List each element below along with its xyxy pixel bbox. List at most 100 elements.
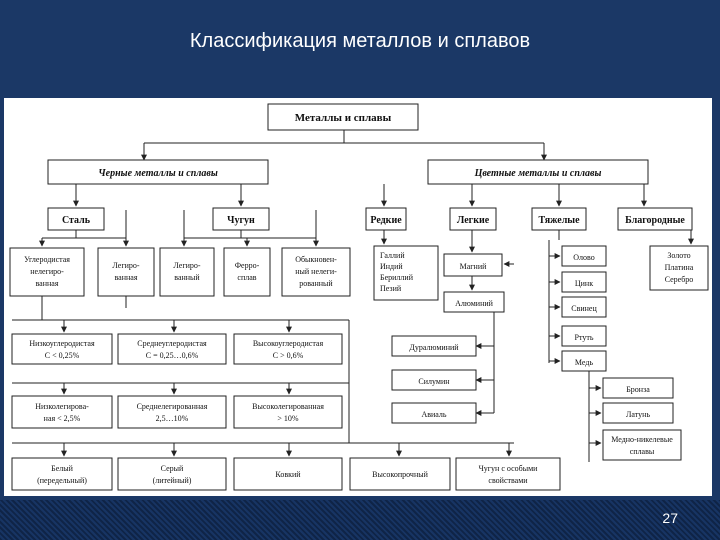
rare-metal-3: Бериллий — [380, 273, 414, 282]
high-strength-iron-node: Высокопрочный — [349, 457, 451, 491]
ferroalloy-line-2: сплав — [237, 273, 256, 282]
tin-node: Олово — [561, 245, 607, 267]
low-alloy-line-2: ная < 2,5% — [44, 414, 81, 423]
high-alloy-line-1: Высоколегированная — [252, 402, 324, 411]
carbon-steel-line-1: Углеродистая — [24, 255, 70, 264]
silumin-label: Силумин — [418, 377, 450, 386]
lead-node: Свинец — [561, 296, 607, 318]
mercury-label: Ртуть — [575, 333, 594, 342]
magnesium-label: Магний — [460, 262, 488, 271]
duralumin-node: Дуралюминий — [391, 335, 477, 357]
grey-iron-line-2: (литейный) — [153, 476, 192, 485]
precious-metal-2: Платина — [665, 263, 694, 272]
low-carbon-node: Низкоуглеродистая С < 0,25% — [11, 333, 113, 365]
bronze-node: Бронза — [602, 377, 674, 399]
special-iron-line-1: Чугун с особыми — [479, 464, 539, 473]
rare-metal-4: Пезий — [380, 284, 402, 293]
footer-band — [0, 500, 720, 540]
magnesium-node: Магний — [443, 253, 503, 277]
alloy-steel-line-1: Легиро- — [112, 261, 139, 270]
high-carbon-line-1: Высокоуглеродистая — [253, 339, 324, 348]
heavy-label: Тяжелые — [538, 215, 580, 226]
medium-carbon-node: Среднеуглеродистая С = 0,25…0,6% — [117, 333, 227, 365]
ordinary-iron-line-1: Обыкновен- — [295, 255, 337, 264]
carbon-steel-line-3: ванная — [35, 279, 58, 288]
high-carbon-line-2: С > 0,6% — [273, 351, 304, 360]
high-carbon-node: Высокоуглеродистая С > 0,6% — [233, 333, 343, 365]
white-iron-line-1: Белый — [51, 464, 74, 473]
zinc-node: Цинк — [561, 271, 607, 293]
light-node: Легкие — [449, 207, 497, 231]
silumin-node: Силумин — [391, 369, 477, 391]
cast-iron-node: Чугун — [212, 207, 270, 231]
rare-metals-node: Галлий Индий Бериллий Пезий — [373, 245, 439, 301]
copper-label: Медь — [575, 358, 594, 367]
rare-node: Редкие — [365, 207, 407, 231]
special-iron-line-2: свойствами — [488, 476, 528, 485]
precious-node: Благородные — [617, 207, 693, 231]
steel-node: Сталь — [47, 207, 105, 231]
white-iron-line-2: (передельный) — [37, 476, 87, 485]
ferrous-label: Черные металлы и сплавы — [98, 168, 218, 179]
root-label: Металлы и сплавы — [295, 112, 392, 124]
precious-metal-3: Серебро — [665, 275, 694, 284]
precious-metals-node: Золото Платина Серебро — [649, 245, 709, 291]
brass-node: Латунь — [602, 402, 674, 424]
tin-label: Олово — [573, 253, 595, 262]
high-alloy-node: Высоколегированная > 10% — [233, 395, 343, 429]
malleable-iron-node: Ковкий — [233, 457, 343, 491]
ferrous-node: Черные металлы и сплавы — [47, 159, 269, 185]
low-alloy-node: Низколегирова- ная < 2,5% — [11, 395, 113, 429]
ferroalloy-node: Ферро- сплав — [223, 247, 271, 297]
copper-nickel-node: Медно-никелевые сплавы — [602, 429, 682, 461]
white-iron-node: Белый (передельный) — [11, 457, 113, 491]
page-number: 27 — [662, 510, 678, 526]
alloy-steel-line-2: ванная — [114, 273, 137, 282]
zinc-label: Цинк — [575, 279, 593, 288]
ferroalloy-line-1: Ферро- — [235, 261, 260, 270]
brass-label: Латунь — [626, 410, 650, 419]
medium-alloy-line-1: Среднелегированная — [137, 402, 208, 411]
special-iron-node: Чугун с особыми свойствами — [455, 457, 561, 491]
precious-metal-1: Золото — [667, 251, 690, 260]
lead-label: Свинец — [571, 304, 597, 313]
alloy-steel-node: Легиро- ванная — [97, 247, 155, 297]
slide-title: Классификация металлов и сплавов — [189, 30, 531, 52]
light-label: Легкие — [457, 215, 490, 226]
malleable-iron-label: Ковкий — [275, 470, 301, 479]
alloy-iron-line-1: Легиро- — [173, 261, 200, 270]
bronze-label: Бронза — [626, 385, 650, 394]
grey-iron-node: Серый (литейный) — [117, 457, 227, 491]
aluminum-label: Алюминий — [455, 299, 494, 308]
carbon-steel-node: Углеродистая нелегиро- ванная — [9, 247, 85, 297]
nonferrous-label: Цветные металлы и сплавы — [474, 168, 602, 179]
alloy-iron-node: Легиро- ванный — [159, 247, 215, 297]
heavy-node: Тяжелые — [531, 207, 587, 231]
medium-carbon-line-2: С = 0,25…0,6% — [146, 351, 199, 360]
grey-iron-line-1: Серый — [161, 464, 184, 473]
rare-label: Редкие — [370, 215, 402, 226]
low-carbon-line-2: С < 0,25% — [45, 351, 80, 360]
avial-node: Авиаль — [391, 402, 477, 424]
high-strength-iron-label: Высокопрочный — [372, 470, 428, 479]
connector-lines — [12, 130, 694, 462]
classification-diagram: Металлы и сплавы Черные металлы и сплавы… — [4, 98, 712, 496]
ordinary-iron-line-2: ный нелеги- — [295, 267, 337, 276]
nonferrous-node: Цветные металлы и сплавы — [427, 159, 649, 185]
avial-label: Авиаль — [421, 410, 446, 419]
precious-label: Благородные — [625, 215, 685, 226]
diagram-svg: Металлы и сплавы Черные металлы и сплавы… — [9, 103, 709, 491]
ordinary-iron-line-3: рованный — [299, 279, 333, 288]
medium-alloy-line-2: 2,5…10% — [156, 414, 189, 423]
copper-node: Медь — [561, 350, 607, 372]
alloy-iron-line-2: ванный — [174, 273, 200, 282]
high-alloy-line-2: > 10% — [277, 414, 299, 423]
ordinary-iron-node: Обыкновен- ный нелеги- рованный — [281, 247, 351, 297]
aluminum-node: Алюминий — [443, 291, 505, 313]
copper-nickel-line-2: сплавы — [630, 447, 655, 456]
low-carbon-line-1: Низкоуглеродистая — [29, 339, 95, 348]
low-alloy-line-1: Низколегирова- — [35, 402, 89, 411]
root-node: Металлы и сплавы — [267, 103, 419, 131]
copper-nickel-line-1: Медно-никелевые — [611, 435, 673, 444]
cast-iron-label: Чугун — [227, 215, 255, 226]
